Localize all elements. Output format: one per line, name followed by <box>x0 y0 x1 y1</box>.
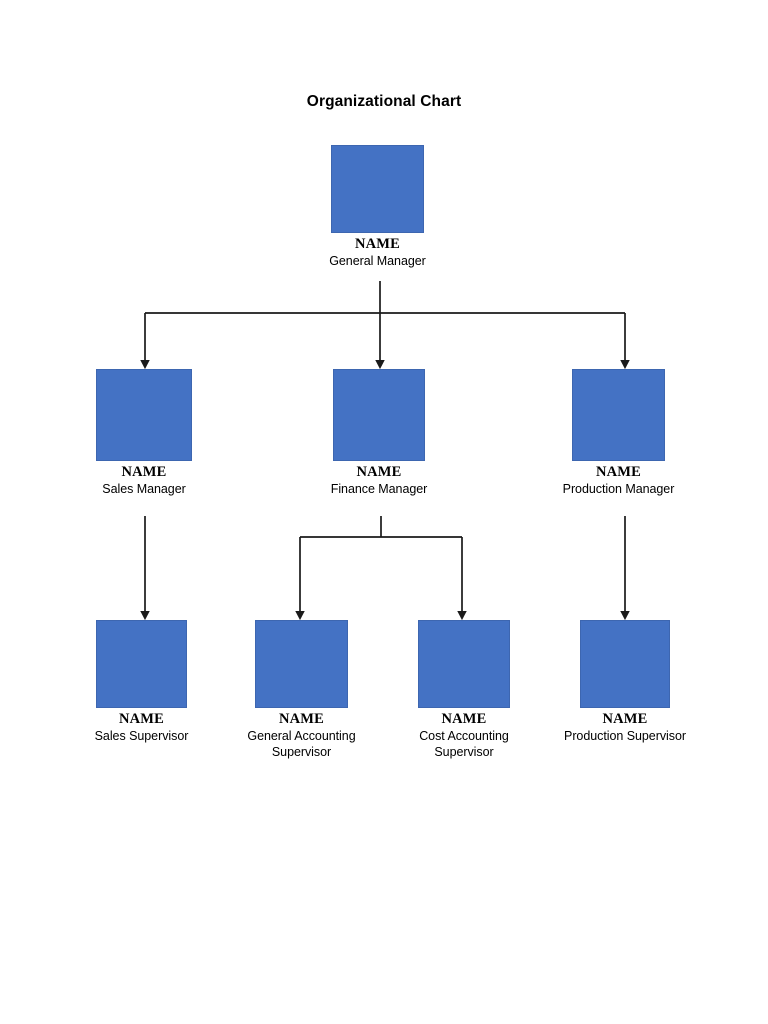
org-node-box[interactable] <box>580 620 670 708</box>
org-node-sales-manager[interactable]: NAME Sales Manager <box>96 369 192 496</box>
org-node-general-accounting-supervisor[interactable]: NAME General Accounting Supervisor <box>247 620 356 759</box>
org-node-box[interactable] <box>418 620 510 708</box>
org-node-labels: NAME Production Manager <box>522 461 715 497</box>
org-node-name: NAME <box>121 464 167 480</box>
org-node-labels: NAME Sales Supervisor <box>50 708 233 744</box>
org-node-name: NAME <box>354 236 401 252</box>
org-node-name: NAME <box>602 711 648 727</box>
org-node-box[interactable] <box>255 620 348 708</box>
page-title: Organizational Chart <box>306 93 462 110</box>
org-node-labels: NAME Production Supervisor <box>524 708 726 744</box>
org-node-role: General Accounting Supervisor <box>247 729 356 759</box>
org-node-role: Sales Supervisor <box>94 729 189 743</box>
org-node-box[interactable] <box>572 369 665 461</box>
org-node-production-manager[interactable]: NAME Production Manager <box>563 369 674 496</box>
org-node-labels: NAME Sales Manager <box>50 461 238 497</box>
org-node-labels: NAME General Accounting Supervisor <box>225 708 378 760</box>
org-node-name: NAME <box>118 711 165 727</box>
org-node-role: Sales Manager <box>102 482 186 496</box>
org-node-labels: NAME General Manager <box>285 233 470 269</box>
org-node-role: Finance Manager <box>330 482 428 496</box>
org-node-labels: NAME Cost Accounting Supervisor <box>388 708 540 760</box>
org-node-cost-accounting-supervisor[interactable]: NAME Cost Accounting Supervisor <box>418 620 510 759</box>
org-node-name: NAME <box>278 711 325 727</box>
org-node-role: Production Supervisor <box>564 729 686 743</box>
org-node-box[interactable] <box>333 369 425 461</box>
org-node-box[interactable] <box>96 369 192 461</box>
org-node-labels: NAME Finance Manager <box>287 461 471 497</box>
org-node-name: NAME <box>595 464 642 480</box>
org-node-role: Cost Accounting Supervisor <box>419 729 509 759</box>
org-node-finance-manager[interactable]: NAME Finance Manager <box>331 369 427 496</box>
org-node-sales-supervisor[interactable]: NAME Sales Supervisor <box>95 620 188 743</box>
org-node-role: General Manager <box>329 254 426 268</box>
org-node-box[interactable] <box>331 145 424 233</box>
org-node-production-supervisor[interactable]: NAME Production Supervisor <box>564 620 686 743</box>
org-node-general-manager[interactable]: NAME General Manager <box>329 145 426 268</box>
org-node-role: Production Manager <box>562 482 675 496</box>
org-node-box[interactable] <box>96 620 187 708</box>
org-node-name: NAME <box>356 464 402 480</box>
org-node-name: NAME <box>441 711 487 727</box>
